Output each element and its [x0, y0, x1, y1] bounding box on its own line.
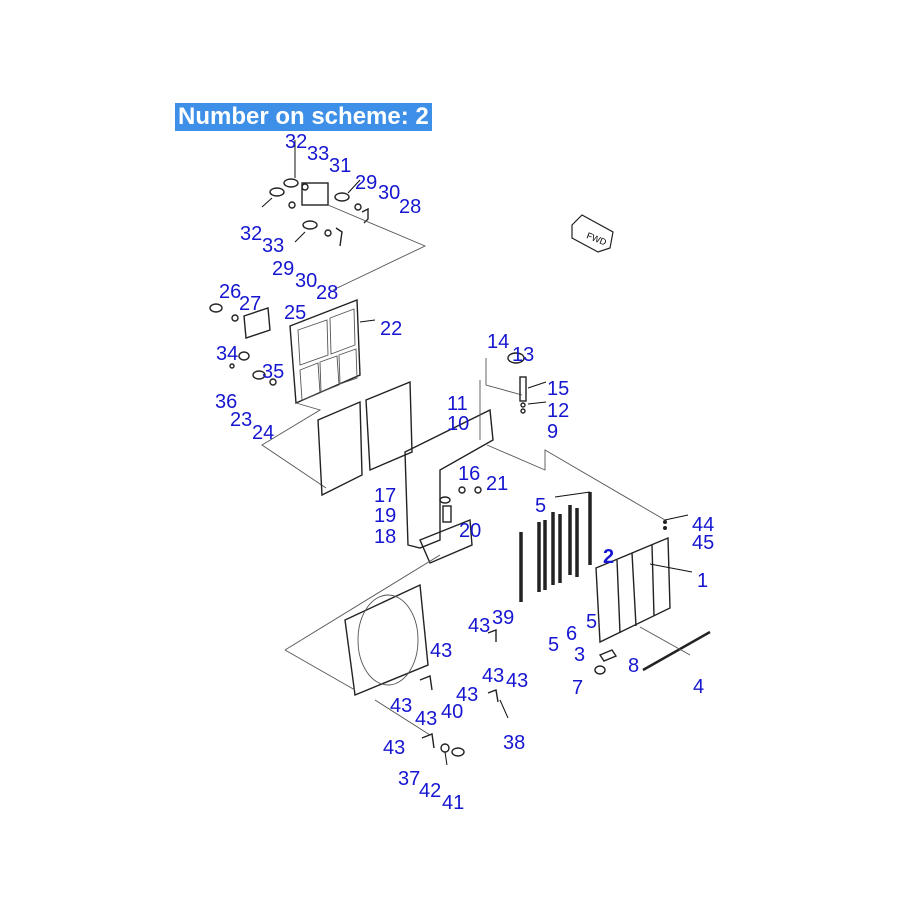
part-label[interactable]: 23 [230, 409, 252, 431]
part-label[interactable]: 33 [307, 143, 329, 165]
part-label[interactable]: 28 [316, 282, 338, 304]
part-label[interactable]: 32 [285, 131, 307, 153]
part-label[interactable]: 25 [284, 302, 306, 324]
part-label[interactable]: 36 [215, 391, 237, 413]
part-label[interactable]: 30 [378, 182, 400, 204]
part-label[interactable]: 12 [547, 400, 569, 422]
part-label[interactable]: 24 [252, 422, 274, 444]
part-label[interactable]: 4 [693, 676, 704, 698]
part-label[interactable]: 45 [692, 532, 714, 554]
part-label[interactable]: 43 [456, 684, 478, 706]
part-label[interactable]: 38 [503, 732, 525, 754]
part-label[interactable]: 41 [442, 792, 464, 814]
part-label[interactable]: 21 [486, 473, 508, 495]
part-label[interactable]: 5 [586, 611, 597, 633]
brackets-and-bolts [419, 628, 509, 766]
part-label[interactable]: 28 [399, 196, 421, 218]
part-label[interactable]: 15 [547, 378, 569, 400]
part-label[interactable]: 11 [447, 393, 468, 415]
part-label[interactable]: 13 [512, 344, 534, 366]
part-label[interactable]: 17 [374, 485, 396, 507]
part-label[interactable]: 42 [419, 780, 441, 802]
part-label[interactable]: 1 [697, 570, 708, 592]
part-label[interactable]: 43 [430, 640, 452, 662]
part-label[interactable]: 29 [355, 172, 377, 194]
part-label[interactable]: 43 [506, 670, 528, 692]
part-label[interactable]: 43 [390, 695, 412, 717]
part-label[interactable]: 43 [415, 708, 437, 730]
scheme-number-title: Number on scheme: 2 [175, 103, 432, 131]
part-label-selected[interactable]: 2 [603, 546, 614, 568]
part-label[interactable]: 5 [535, 495, 546, 517]
part-label[interactable]: 14 [487, 331, 509, 353]
part-label[interactable]: 5 [548, 634, 559, 656]
part-label[interactable]: 43 [383, 737, 405, 759]
part-label[interactable]: 31 [329, 155, 351, 177]
part-label[interactable]: 34 [216, 343, 238, 365]
seal-strips [519, 491, 592, 602]
part-label[interactable]: 18 [374, 526, 396, 548]
part-label[interactable]: 33 [262, 235, 284, 257]
part-label[interactable]: 43 [482, 665, 504, 687]
part-label[interactable]: 3 [574, 644, 585, 666]
cover-plate [209, 298, 376, 489]
part-label[interactable]: 16 [458, 463, 480, 485]
part-label[interactable]: 26 [219, 281, 241, 303]
part-label[interactable]: 32 [240, 223, 262, 245]
part-label[interactable]: 37 [398, 768, 420, 790]
part-label[interactable]: 29 [272, 258, 294, 280]
part-label[interactable]: 19 [374, 505, 396, 527]
part-label[interactable]: 7 [572, 677, 583, 699]
part-label[interactable]: 43 [468, 615, 490, 637]
part-label[interactable]: 27 [239, 293, 261, 315]
fwd-direction-marker: FWD [571, 214, 614, 253]
part-number-labels: 32 33 31 29 30 28 32 33 29 30 28 26 27 2… [215, 131, 714, 814]
part-label[interactable]: 22 [380, 318, 402, 340]
part-label[interactable]: 40 [441, 701, 463, 723]
part-label[interactable]: 44 [692, 514, 714, 536]
upper-cover-bolts [261, 140, 427, 291]
part-label[interactable]: 8 [628, 655, 639, 677]
part-label[interactable]: 35 [262, 361, 284, 383]
part-label[interactable]: 10 [447, 413, 469, 435]
part-label[interactable]: 30 [295, 270, 317, 292]
radiator-assembly [594, 514, 711, 675]
oil-cooler-cores [317, 380, 413, 497]
part-label[interactable]: 6 [566, 623, 577, 645]
part-label[interactable]: 20 [459, 520, 481, 542]
radiator-frame [404, 352, 666, 564]
part-label[interactable]: 39 [492, 607, 514, 629]
part-label[interactable]: 9 [547, 421, 558, 443]
fan-shroud [284, 554, 441, 736]
